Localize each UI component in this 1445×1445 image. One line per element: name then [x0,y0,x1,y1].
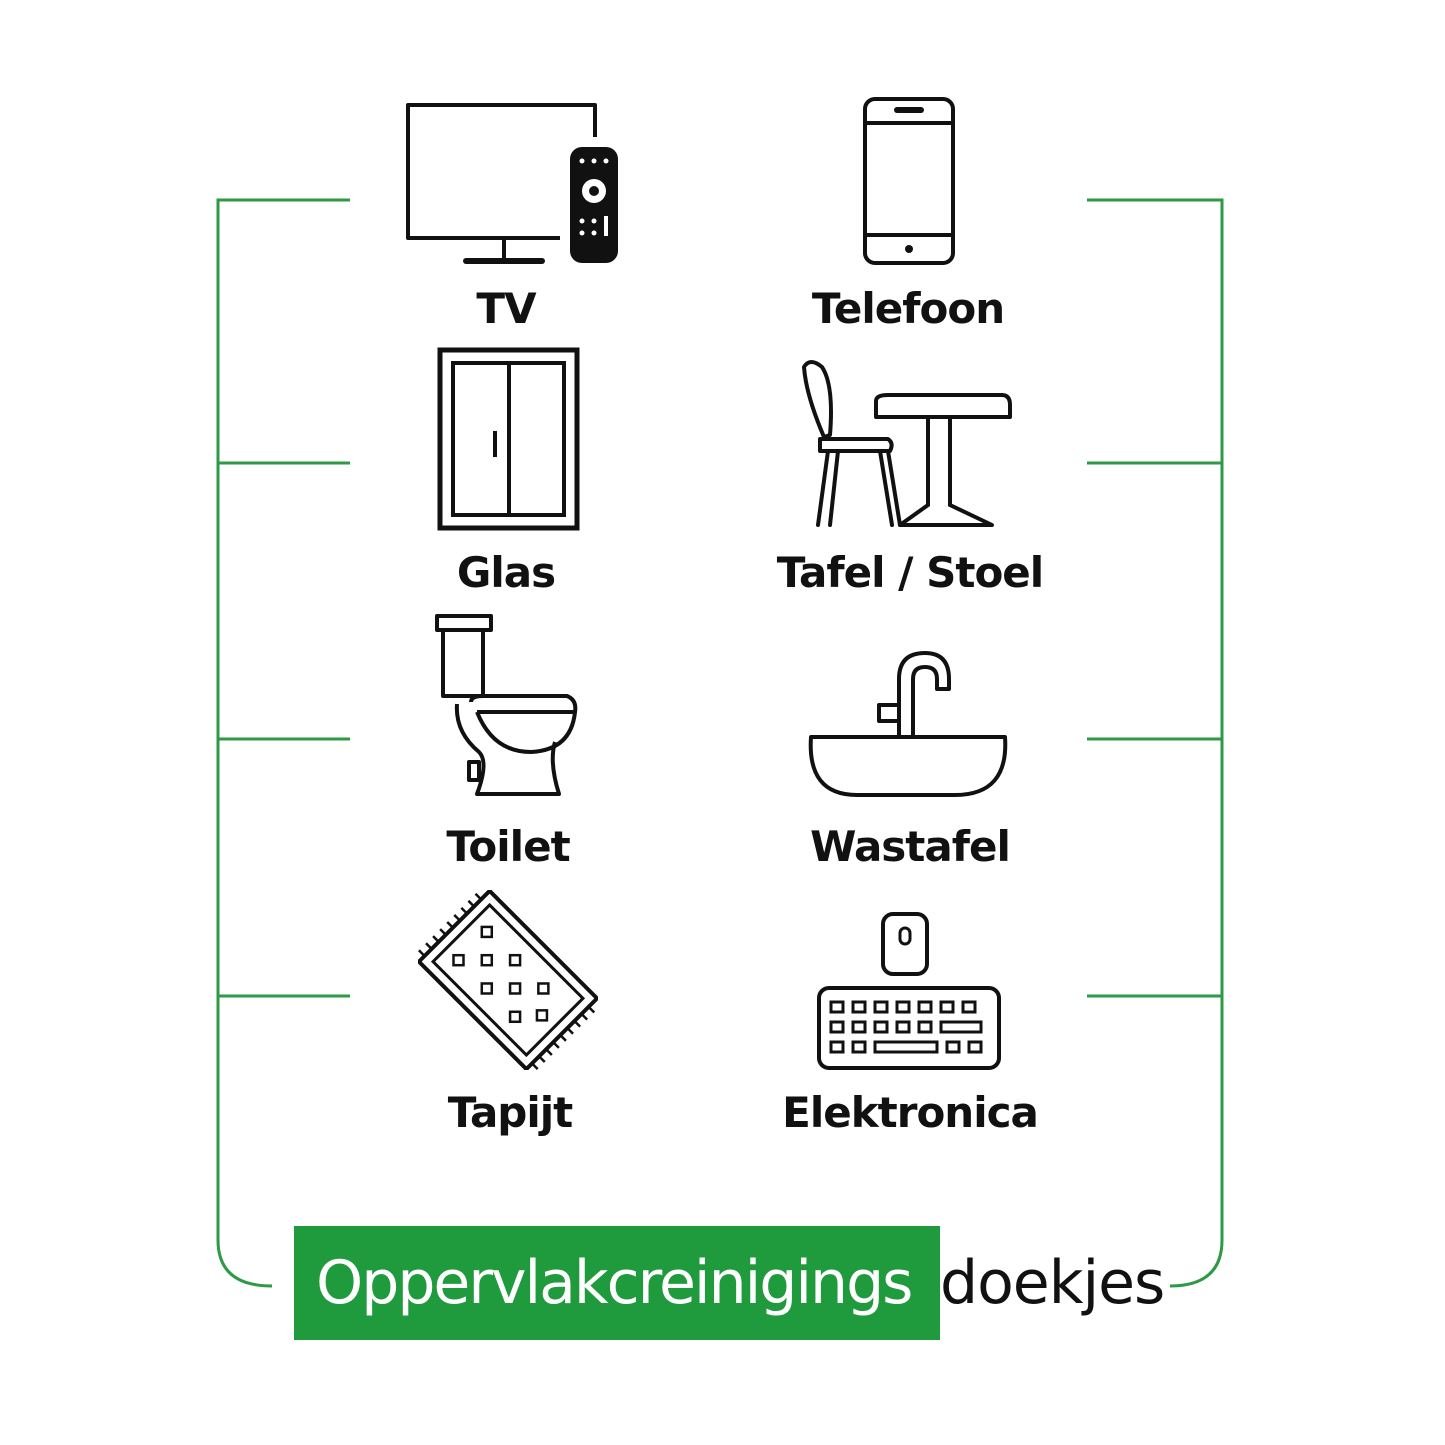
right-bracket-line [1087,198,1224,1288]
glass-door-icon [437,347,580,531]
label-elektronica: Elektronica [782,1088,1039,1137]
tv-remote-icon [406,103,618,264]
sink-icon [808,651,1008,797]
label-tapijt: Tapijt [447,1088,574,1137]
left-bracket-line [216,198,350,1288]
keyboard-mouse-icon [817,912,1001,1070]
label-tv: TV [476,284,536,333]
label-glas: Glas [456,548,556,597]
label-telefoon: Telefoon [811,284,1005,333]
smartphone-icon [863,97,955,265]
banner-highlight: Oppervlakcreinigings [294,1226,940,1340]
label-wastafel: Wastafel [810,822,1011,871]
rug-icon [418,890,598,1070]
label-tafel-stoel: Tafel / Stoel [776,548,1044,597]
banner-rest: doekjes [940,1248,1165,1318]
table-chair-icon [802,360,1012,527]
toilet-icon [435,614,578,796]
label-toilet: Toilet [446,822,570,871]
